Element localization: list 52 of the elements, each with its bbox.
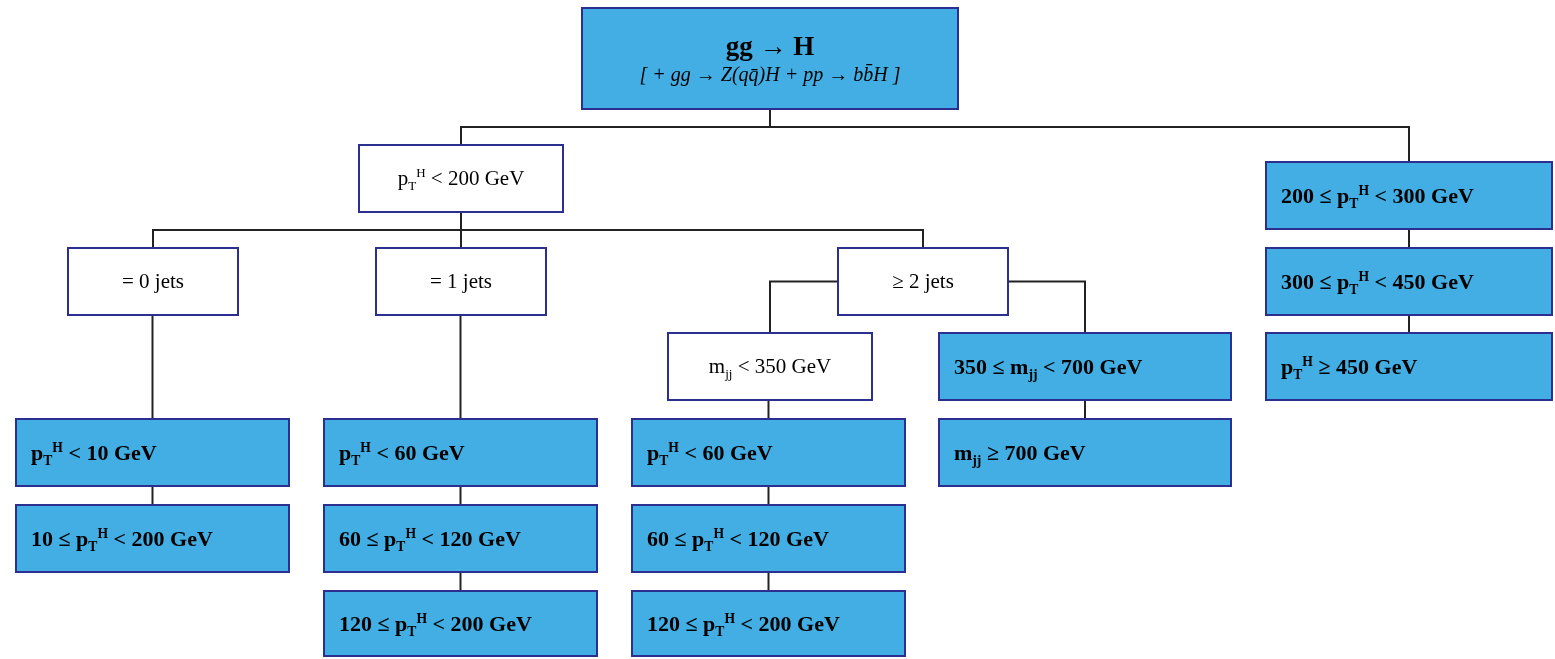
process-box [581, 7, 959, 110]
connector-line [1408, 315, 1410, 333]
cut-label: 120 ≤ p$_{T}$$^{H}$ < 200 GeV [647, 610, 840, 637]
connector-line [459, 486, 462, 505]
cut-label: 350 ≤ m$_{jj}$ < 700 GeV [954, 353, 1143, 380]
process-subtitle: [ + gg → Z(qq̄)H + pp → bb̄H ] [639, 62, 901, 86]
category-box [1265, 332, 1553, 401]
cut-label: = 1 jets [430, 269, 492, 294]
category-box [938, 418, 1232, 487]
cut-label: = 0 jets [122, 269, 184, 294]
selection-box [67, 247, 239, 316]
cut-label: ≥ 2 jets [892, 269, 954, 294]
category-box [938, 332, 1232, 401]
category-box [15, 418, 290, 487]
cut-label: p$_{T}$$^{H}$ < 10 GeV [31, 439, 157, 466]
category-box [631, 504, 906, 573]
selection-box [375, 247, 547, 316]
category-box [323, 504, 598, 573]
cut-label: m$_{jj}$ < 350 GeV [708, 354, 832, 379]
cut-label: p$_{T}$$^{H}$ ≥ 450 GeV [1281, 353, 1418, 380]
connector-line [767, 400, 770, 419]
cut-label: 200 ≤ p$_{T}$$^{H}$ < 300 GeV [1281, 182, 1474, 209]
cut-label: 120 ≤ p$_{T}$$^{H}$ < 200 GeV [339, 610, 532, 637]
selection-box [358, 144, 564, 213]
connector-line [767, 572, 770, 591]
category-box [323, 590, 598, 657]
connector-line [769, 280, 838, 333]
connector-line [1084, 400, 1086, 419]
category-box [323, 418, 598, 487]
selection-box [667, 332, 873, 401]
connector-line [459, 572, 462, 591]
cut-label: 60 ≤ p$_{T}$$^{H}$ < 120 GeV [647, 525, 829, 552]
connector-line [1408, 229, 1410, 248]
connector-line [1008, 280, 1086, 333]
category-box [631, 418, 906, 487]
cut-label: p$_{T}$$^{H}$ < 60 GeV [339, 439, 465, 466]
cut-label: 60 ≤ p$_{T}$$^{H}$ < 120 GeV [339, 525, 521, 552]
connector-line [151, 315, 154, 419]
category-box [1265, 247, 1553, 316]
connector-line [767, 486, 770, 505]
category-box [15, 504, 290, 573]
cut-label: p$_{T}$$^{H}$ < 60 GeV [647, 439, 773, 466]
connector-line [459, 315, 462, 419]
cut-label: 10 ≤ p$_{T}$$^{H}$ < 200 GeV [31, 525, 213, 552]
cut-label: 300 ≤ p$_{T}$$^{H}$ < 450 GeV [1281, 268, 1474, 295]
category-box [631, 590, 906, 657]
cut-label: m$_{jj}$ ≥ 700 GeV [954, 439, 1086, 466]
connector-line [151, 486, 154, 505]
selection-box [837, 247, 1009, 316]
process-title: gg → H [725, 31, 815, 63]
category-box [1265, 161, 1553, 230]
cut-label: p$_{T}$$^{H}$ < 200 GeV [397, 166, 525, 191]
